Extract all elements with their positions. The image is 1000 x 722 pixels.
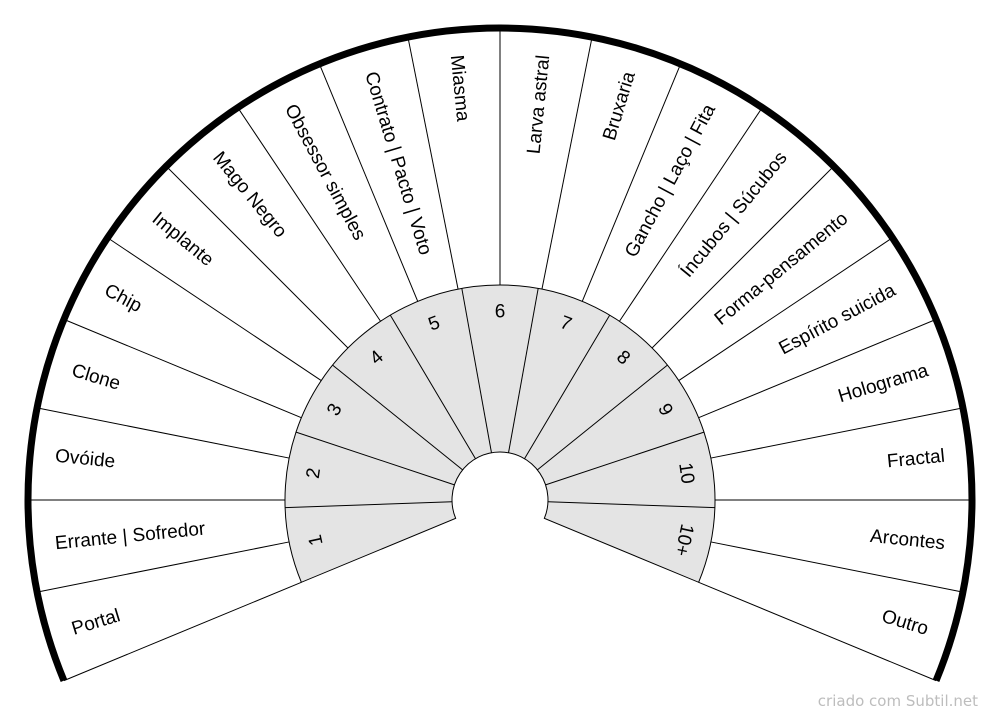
outer-label: Arcontes bbox=[869, 526, 946, 554]
inner-ring-band bbox=[284, 284, 716, 583]
inner-label: 10 bbox=[674, 461, 698, 485]
outer-divider bbox=[63, 318, 302, 419]
inner-divider bbox=[332, 364, 463, 471]
outer-divider bbox=[541, 36, 593, 290]
inner-ring bbox=[284, 284, 716, 583]
inner-divider bbox=[461, 288, 492, 453]
outer-label: Larva astral bbox=[524, 54, 555, 155]
outer-divider bbox=[318, 63, 419, 302]
credit-text: criado com Subtil.net bbox=[817, 692, 978, 710]
outer-label: Clone bbox=[69, 360, 123, 395]
outer-label: Miasma bbox=[446, 54, 473, 123]
outer-divider bbox=[710, 541, 964, 593]
outer-arc bbox=[24, 24, 976, 682]
outer-divider bbox=[678, 237, 893, 381]
inner-divider bbox=[545, 431, 705, 486]
inner-divider bbox=[547, 501, 715, 509]
outer-label: Contrato | Pacto | Voto bbox=[360, 69, 435, 257]
inner-divider bbox=[285, 501, 453, 509]
inner-label: 2 bbox=[303, 467, 325, 480]
outer-divider bbox=[165, 165, 349, 349]
outer-divider bbox=[237, 107, 381, 322]
outer-divider-lines bbox=[28, 28, 972, 682]
inner-label: 1 bbox=[305, 533, 328, 548]
outer-label: Portal bbox=[69, 605, 123, 640]
inner-divider bbox=[537, 364, 668, 471]
outer-label: Obsessor simples bbox=[280, 101, 370, 244]
outer-divider bbox=[407, 36, 459, 290]
outer-divider bbox=[698, 318, 937, 419]
outer-divider bbox=[36, 541, 290, 593]
outer-divider bbox=[698, 581, 937, 682]
inner-divider bbox=[524, 314, 611, 459]
outer-divider bbox=[651, 165, 835, 349]
outer-label: Espírito suicida bbox=[776, 280, 900, 359]
outer-divider bbox=[710, 407, 964, 459]
outer-label: Outro bbox=[879, 606, 931, 640]
outer-divider bbox=[107, 237, 322, 381]
outer-divider bbox=[619, 107, 763, 322]
outer-divider bbox=[63, 581, 302, 682]
inner-divider bbox=[389, 314, 476, 459]
inner-divider bbox=[295, 431, 455, 486]
outer-label: Chip bbox=[101, 280, 145, 317]
outer-label: Implante bbox=[148, 208, 218, 270]
outer-label: Bruxaria bbox=[599, 69, 640, 143]
outer-label: Ovóide bbox=[54, 446, 116, 473]
inner-divider bbox=[508, 288, 539, 453]
outer-divider bbox=[36, 407, 290, 459]
outer-label: Mago Negro bbox=[208, 148, 291, 242]
outer-divider bbox=[581, 63, 682, 302]
outer-label: Fractal bbox=[886, 446, 946, 473]
outer-label: Holograma bbox=[836, 360, 931, 407]
inner-label: 6 bbox=[495, 302, 506, 323]
outer-label: Errante | Sofredor bbox=[54, 519, 207, 555]
